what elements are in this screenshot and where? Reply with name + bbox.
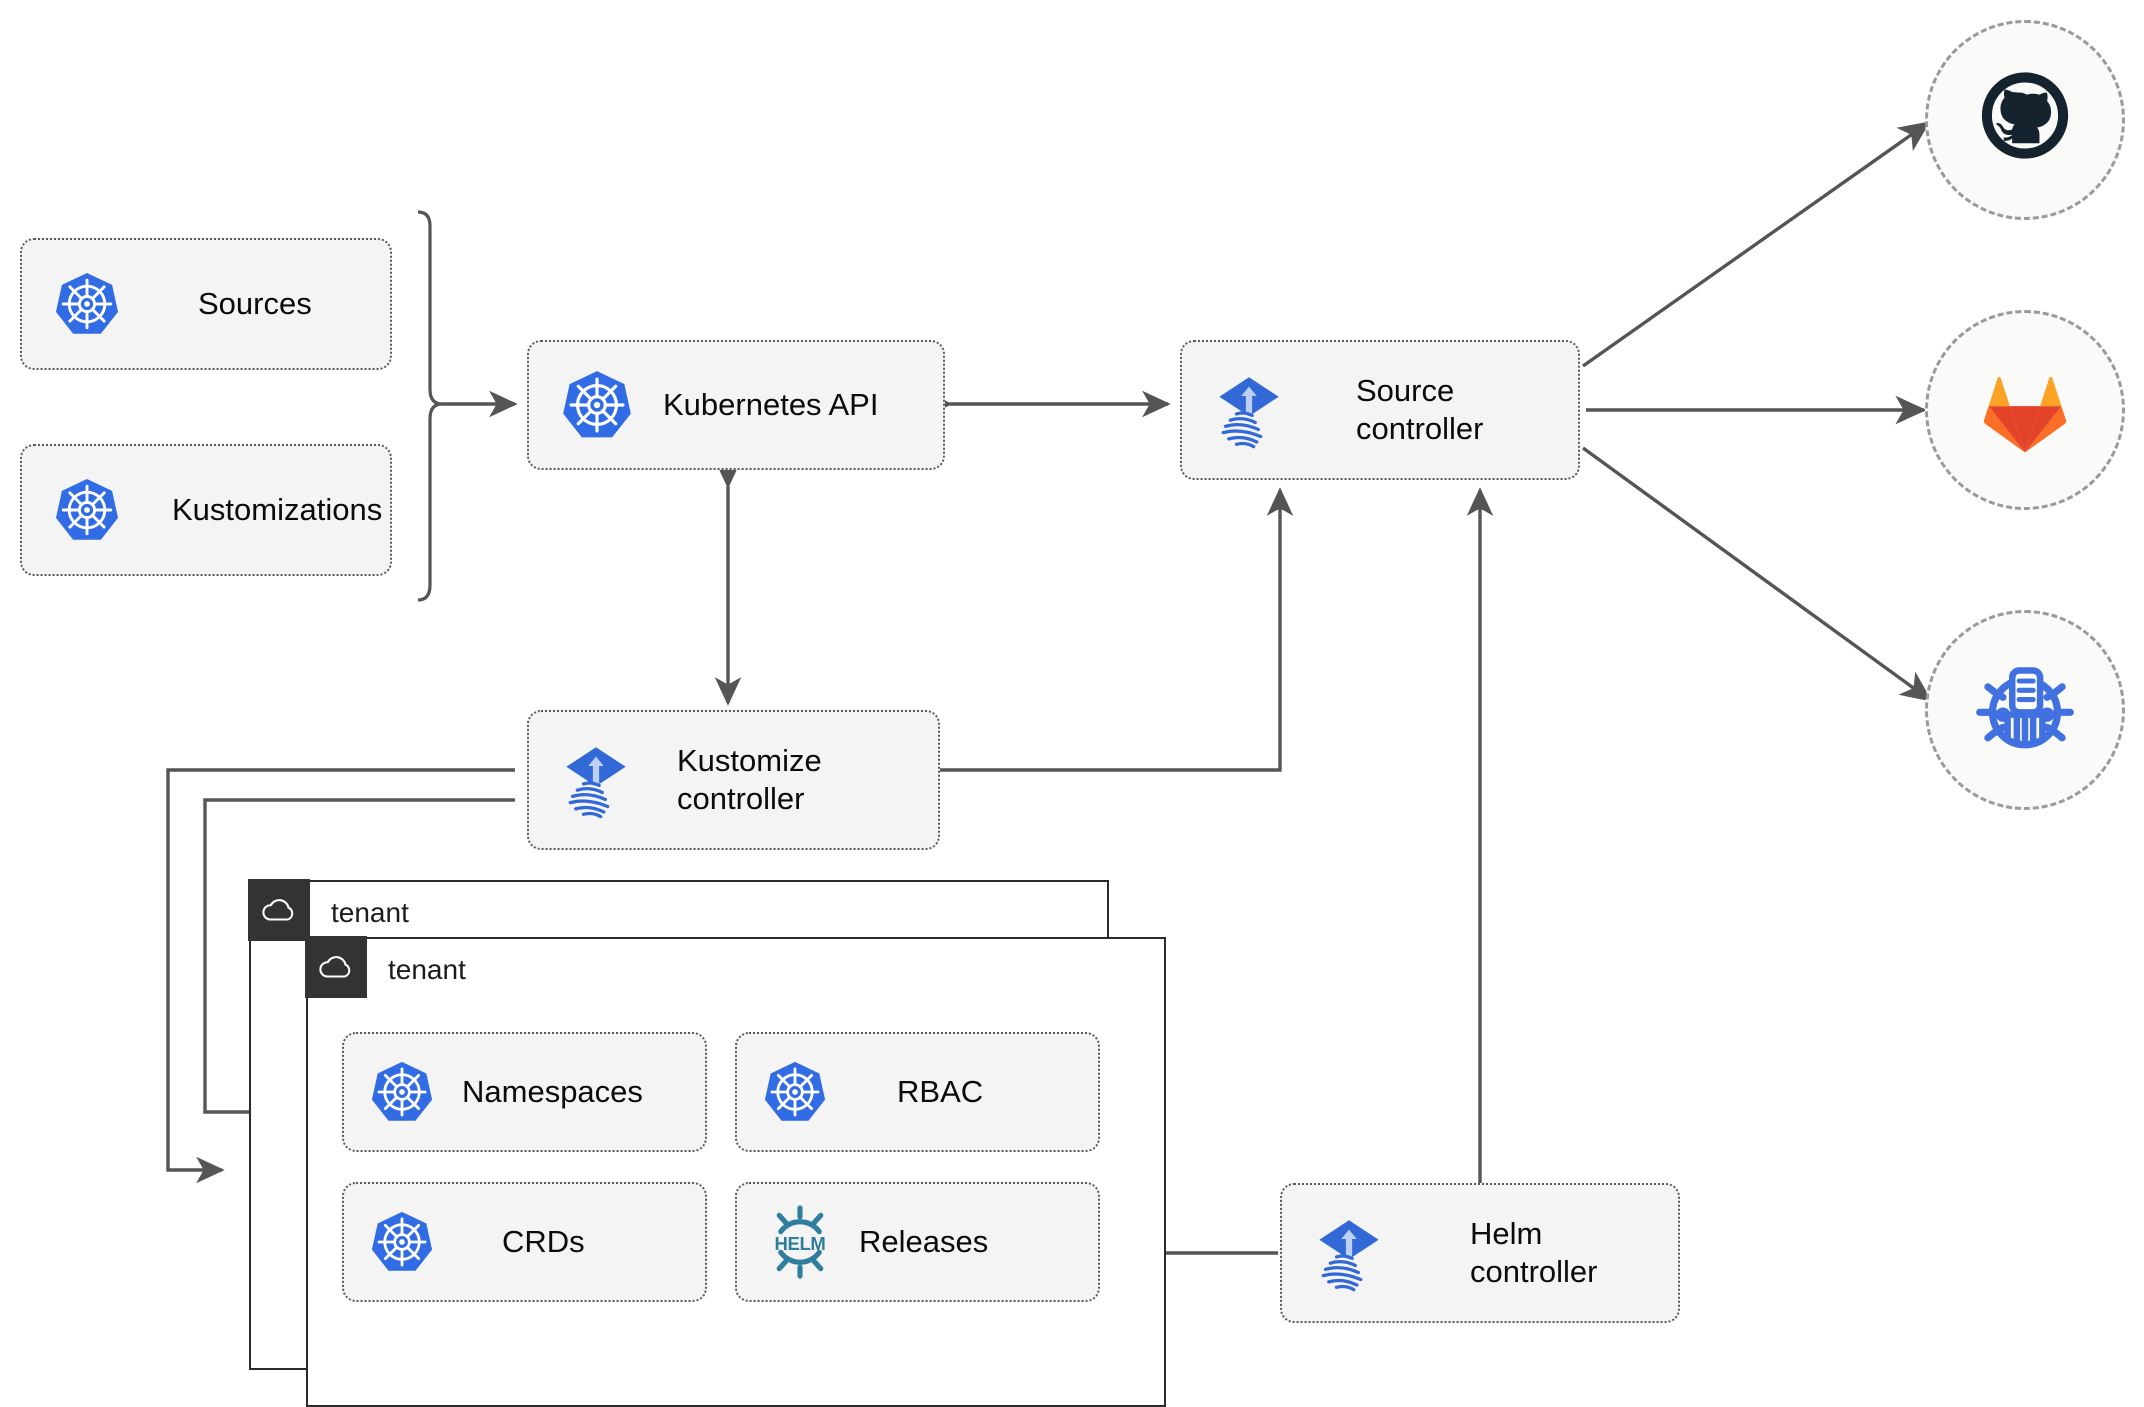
tenant-container-inner[interactable]: tenant xyxy=(305,936,1166,1407)
tenant-resource-label: CRDs xyxy=(502,1224,585,1260)
github-icon xyxy=(1981,72,2069,159)
kustomize-controller-label: Kustomize controller xyxy=(677,743,822,816)
resource-label: Kustomizations xyxy=(172,492,383,528)
resource-node-sources[interactable]: Sources xyxy=(20,238,392,370)
tenant-resource-namespaces[interactable]: Namespaces xyxy=(342,1032,707,1152)
kubernetes-api-node[interactable]: Kubernetes API xyxy=(527,340,945,470)
kubernetes-icon xyxy=(561,369,633,441)
provider-gitlab[interactable] xyxy=(1925,310,2125,510)
kubernetes-icon xyxy=(54,271,120,337)
kustomize-controller-node[interactable]: Kustomize controller xyxy=(527,710,940,850)
tenant-label-outer: tenant xyxy=(331,897,409,928)
resource-label: Sources xyxy=(198,286,312,322)
svg-text:HELM: HELM xyxy=(775,1233,826,1254)
tenant-tab-outer xyxy=(248,879,311,942)
kubernetes-icon xyxy=(763,1060,827,1124)
source-controller-node[interactable]: Source controller xyxy=(1180,340,1580,480)
tenant-resource-releases[interactable]: HELM Releases xyxy=(735,1182,1100,1302)
tenant-tab-inner xyxy=(305,936,368,999)
flux-icon xyxy=(557,741,635,819)
tenant-resource-rbac[interactable]: RBAC xyxy=(735,1032,1100,1152)
helm-controller-label: Helm controller xyxy=(1470,1216,1598,1289)
tenant-label-inner: tenant xyxy=(388,954,466,985)
provider-github[interactable] xyxy=(1925,20,2125,220)
flux-icon xyxy=(1310,1214,1388,1292)
helm-repository-icon xyxy=(1976,667,2074,749)
tenant-resource-label: Releases xyxy=(859,1224,989,1260)
helm-icon: HELM xyxy=(763,1205,837,1279)
cloud-icon xyxy=(262,899,294,921)
tenant-resource-crds[interactable]: CRDs xyxy=(342,1182,707,1302)
resource-node-kustomizations[interactable]: Kustomizations xyxy=(20,444,392,576)
kubernetes-icon xyxy=(370,1060,434,1124)
kubernetes-icon xyxy=(370,1210,434,1274)
source-controller-label: Source controller xyxy=(1356,373,1484,446)
helm-controller-node[interactable]: Helm controller xyxy=(1280,1183,1680,1323)
tenant-resource-label: RBAC xyxy=(897,1074,984,1110)
kubernetes-icon xyxy=(54,477,120,543)
flux-icon xyxy=(1210,371,1288,449)
tenant-resource-label: Namespaces xyxy=(462,1074,643,1110)
provider-helm-repository[interactable] xyxy=(1925,610,2125,810)
cloud-icon xyxy=(319,956,351,978)
gitlab-icon xyxy=(1983,376,2067,453)
kubernetes-api-label: Kubernetes API xyxy=(663,387,879,423)
